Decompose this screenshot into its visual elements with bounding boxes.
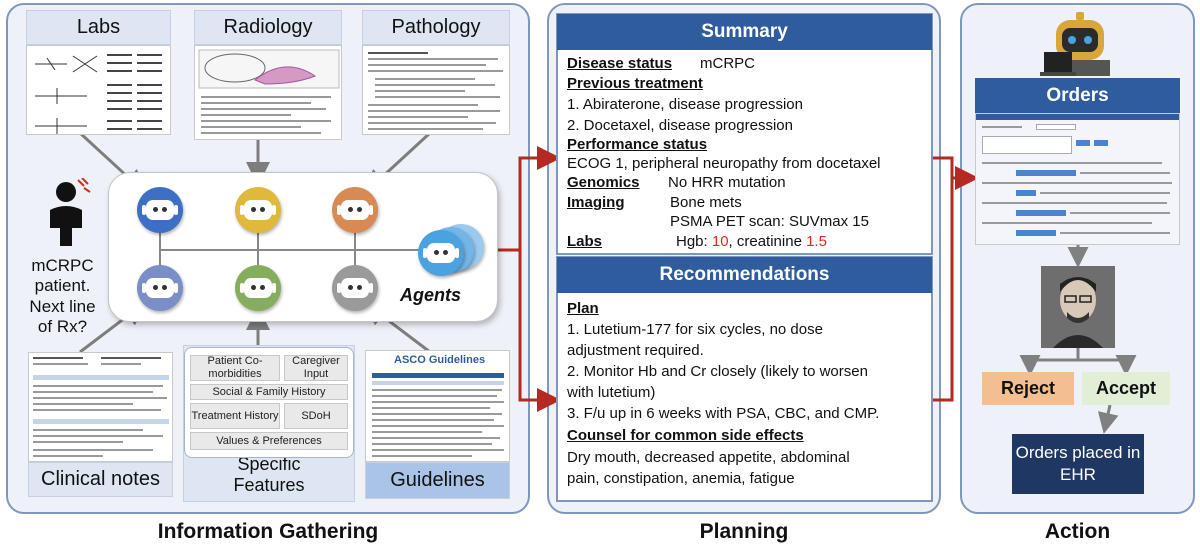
arrow-agents-to-recommendations — [518, 250, 561, 412]
section-label-information-gathering: Information Gathering — [157, 520, 379, 543]
ehr-line-1: Orders placed in — [1015, 442, 1141, 462]
genomics-label: Genomics — [567, 174, 640, 191]
agent-pathology[interactable] — [332, 187, 378, 233]
radiology-document-thumbnail — [194, 45, 342, 140]
orders-placed-in-ehr: Orders placed in EHR — [1012, 434, 1144, 494]
labs-label: Labs — [567, 233, 603, 250]
imaging-value-1: Bone mets — [670, 194, 742, 211]
labs-creatinine-value: 1.5 — [806, 233, 827, 250]
agent-labs[interactable] — [137, 187, 183, 233]
feature-treatment-history: Treatment History — [190, 403, 280, 429]
clinical-notes-document-thumbnail — [28, 352, 173, 462]
patient-icon — [50, 178, 91, 246]
plan-line-5: 3. F/u up in 6 weeks with PSA, CBC, and … — [567, 405, 880, 422]
ehr-line-2: EHR — [1060, 465, 1096, 484]
guidelines-document-thumbnail: ASCO Guidelines — [365, 350, 510, 462]
feature-social-history: Social & Family History — [190, 384, 348, 400]
agent-orchestrator[interactable] — [418, 230, 464, 276]
pathology-document-thumbnail — [362, 45, 510, 135]
labs-hgb-value: 10 — [711, 233, 729, 250]
arrow-recommendations-to-orders — [932, 178, 954, 402]
labs-hgb-label: Hgb: — [676, 233, 712, 250]
source-guidelines-label: Guidelines — [365, 462, 510, 499]
counsel-label: Counsel for common side effects — [567, 427, 804, 444]
previous-treatment-2: 2. Docetaxel, disease progression — [567, 117, 793, 134]
source-radiology-label: Radiology — [194, 10, 342, 45]
labs-creatinine-label: , creatinine — [728, 233, 807, 250]
reject-button[interactable]: Reject — [982, 372, 1074, 405]
disease-status-label: Disease status — [567, 55, 673, 72]
counsel-line-1: Dry mouth, decreased appetite, abdominal — [567, 449, 850, 466]
performance-status-value: ECOG 1, peripheral neuropathy from docet… — [567, 155, 881, 172]
counsel-line-2: pain, constipation, anemia, fatigue — [567, 470, 795, 487]
agent-clinical-notes[interactable] — [137, 265, 183, 311]
arrow-agents-to-summary — [480, 146, 561, 252]
feature-caregiver: Caregiver Input — [284, 355, 348, 381]
labs-value: Hgb: 10, creatinine 1.5 — [676, 233, 827, 250]
plan-line-2: adjustment required. — [567, 342, 704, 359]
section-label-action: Action — [1044, 520, 1111, 543]
previous-treatment-1: 1. Abiraterone, disease progression — [567, 96, 803, 113]
summary-panel — [556, 13, 933, 255]
plan-line-4: with lutetium) — [567, 384, 656, 401]
agents-label: Agents — [400, 285, 462, 305]
feature-comorbidities: Patient Co-morbidities — [190, 355, 280, 381]
robot-laptop-icon — [1040, 12, 1110, 76]
arrow-summary-to-orders — [932, 156, 979, 190]
performance-status-label: Performance status — [567, 136, 708, 153]
labs-document-thumbnail — [26, 45, 171, 135]
agent-radiology[interactable] — [235, 187, 281, 233]
genomics-value: No HRR mutation — [668, 174, 786, 191]
source-labs-label: Labs — [26, 10, 171, 45]
plan-line-1: 1. Lutetium-177 for six cycles, no dose — [567, 321, 823, 338]
source-pathology-label: Pathology — [362, 10, 510, 45]
orders-header: Orders — [975, 78, 1180, 113]
agent-patient-features[interactable] — [235, 265, 281, 311]
recommendations-header: Recommendations — [557, 257, 932, 293]
orders-screen-thumbnail — [975, 113, 1180, 245]
plan-line-3: 2. Monitor Hb and Cr closely (likely to … — [567, 363, 868, 380]
disease-status-value: mCRPC — [700, 55, 755, 72]
patient-label: mCRPC patient. Next line of Rx? — [29, 256, 96, 337]
plan-label: Plan — [567, 300, 599, 317]
feature-sdoh: SDoH — [284, 403, 348, 429]
agent-guidelines[interactable] — [332, 265, 378, 311]
accept-button[interactable]: Accept — [1082, 372, 1170, 405]
feature-values-preferences: Values & Preferences — [190, 432, 348, 450]
imaging-value-2: PSMA PET scan: SUVmax 15 — [670, 213, 869, 230]
asco-guidelines-logo: ASCO Guidelines — [394, 354, 486, 366]
section-label-planning: Planning — [699, 520, 789, 543]
source-clinical-notes-label: Clinical notes — [28, 462, 173, 497]
summary-header: Summary — [557, 14, 932, 50]
imaging-label: Imaging — [567, 194, 625, 211]
clinician-avatar — [1041, 266, 1115, 348]
previous-treatment-label: Previous treatment — [567, 75, 703, 92]
recommendations-panel — [556, 256, 933, 502]
